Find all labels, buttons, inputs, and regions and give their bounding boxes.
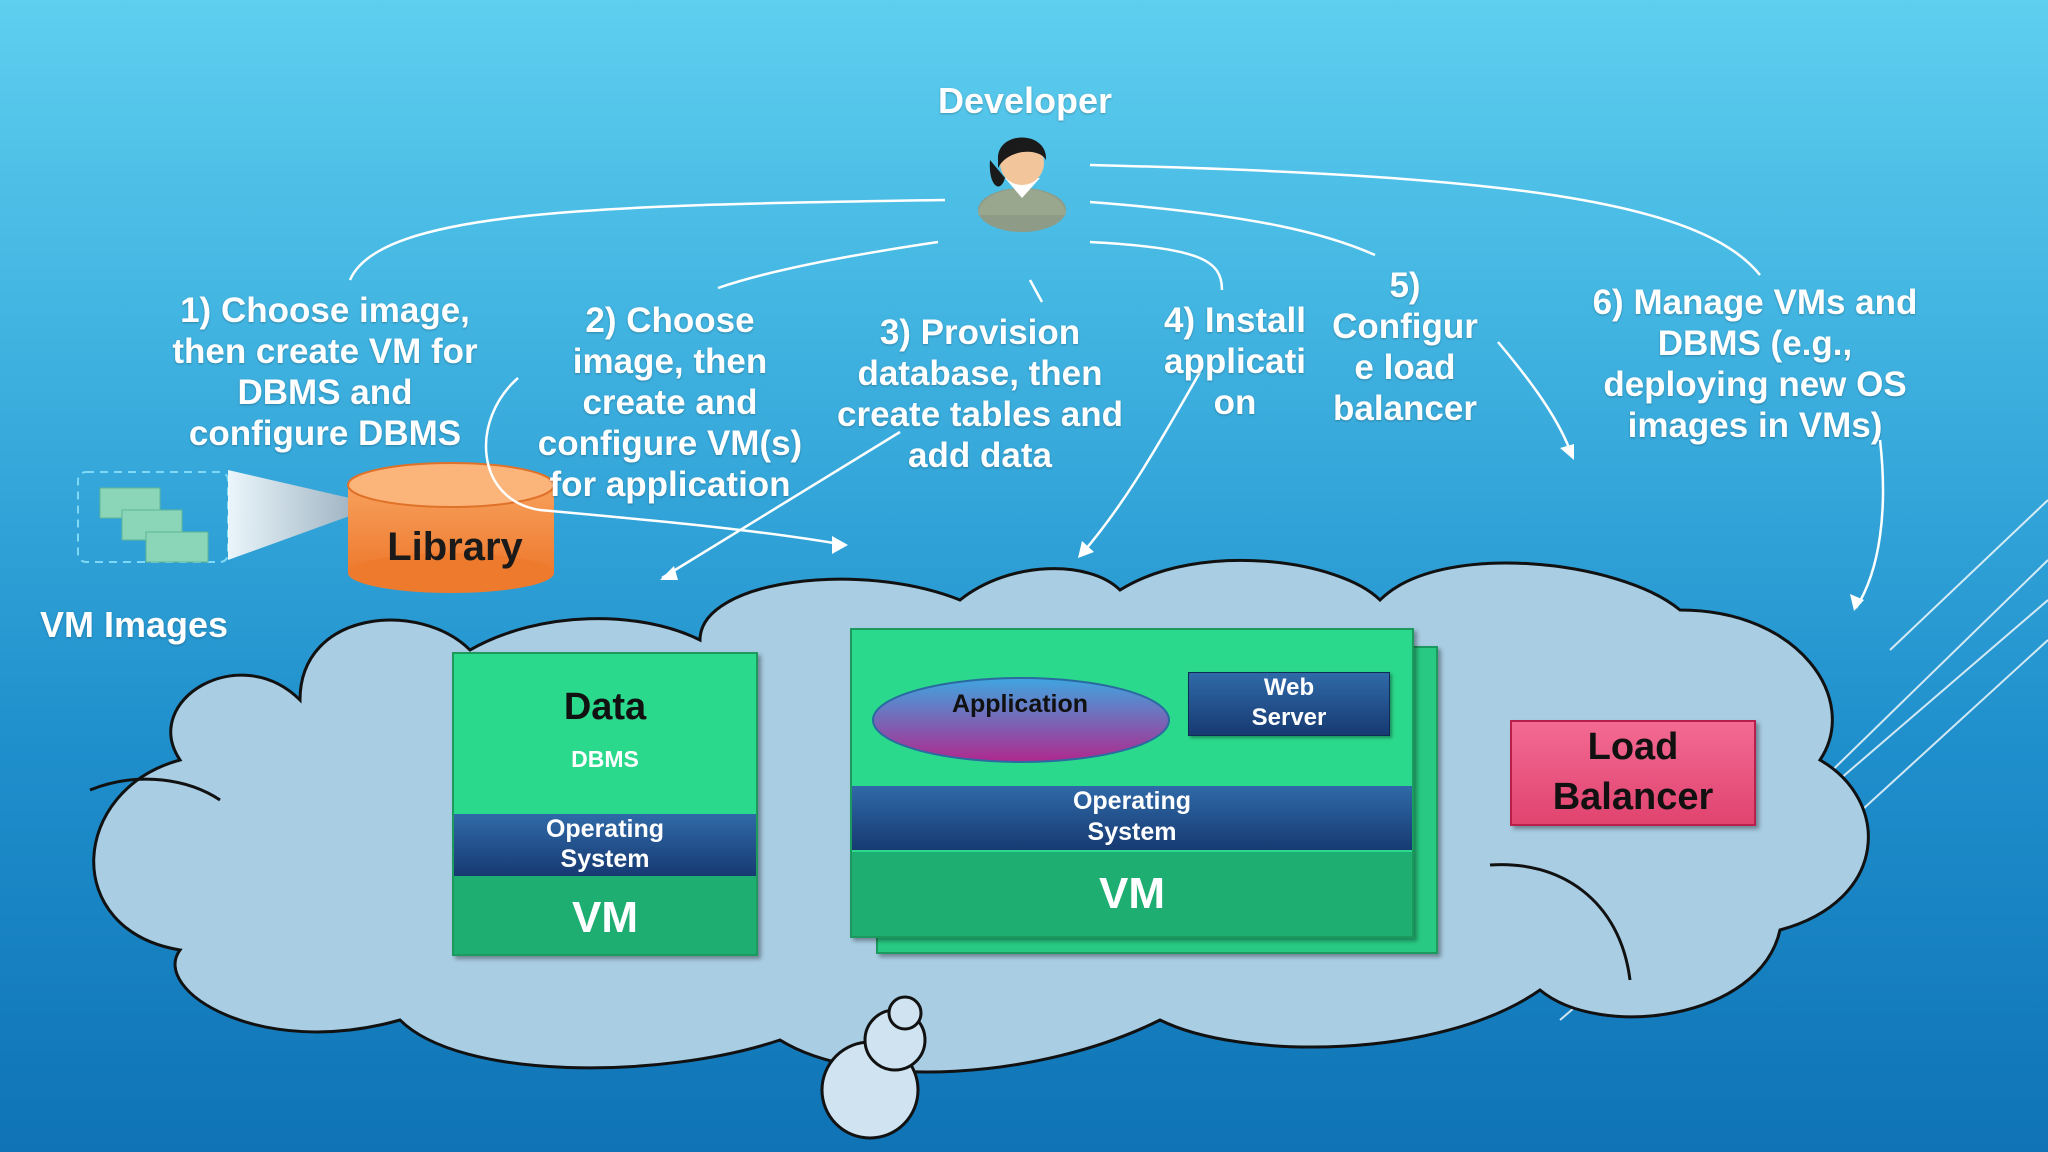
bubble-small [887, 995, 923, 1031]
connector-lines [348, 163, 1885, 609]
vm-app-box: Application Web Server Operating System … [850, 628, 1414, 938]
vm-images-label: VM Images [40, 604, 229, 645]
application-ellipse [872, 677, 1170, 763]
arrowheads [660, 444, 1864, 611]
vm1-label: VM [454, 876, 756, 954]
developer-figure-icon [978, 137, 1066, 232]
application-label: Application [951, 690, 1089, 718]
data-label: Data [563, 686, 647, 728]
step-2-label: 2) Choose image, then create and configu… [537, 301, 803, 504]
os-band-vm1: Operating System [454, 814, 756, 876]
dbms-label: DBMS [571, 746, 639, 772]
image-cone [228, 470, 380, 560]
web-server-box: Web Server [1188, 672, 1390, 736]
library-label: Library [387, 525, 523, 569]
os-band-vm2: Operating System [852, 786, 1412, 850]
step-6-label: 6) Manage VMs and DBMS (e.g., deploying … [1592, 283, 1918, 445]
vm2-label: VM [852, 852, 1412, 936]
library-cylinder [347, 462, 555, 593]
vm-image-3 [145, 531, 209, 563]
step-5-label: 5) Configur e load balancer [1332, 266, 1478, 428]
load-balancer-box: Load Balancer [1510, 720, 1756, 826]
step-4-label: 4) Install applicati on [1164, 301, 1306, 422]
step-1-label: 1) Choose image, then create VM for DBMS… [172, 291, 478, 453]
developer-label: Developer [937, 80, 1113, 121]
step-3-label: 3) Provision database, then create table… [837, 313, 1123, 475]
vm-dbms-box: Data DBMS Operating System VM [452, 652, 758, 956]
